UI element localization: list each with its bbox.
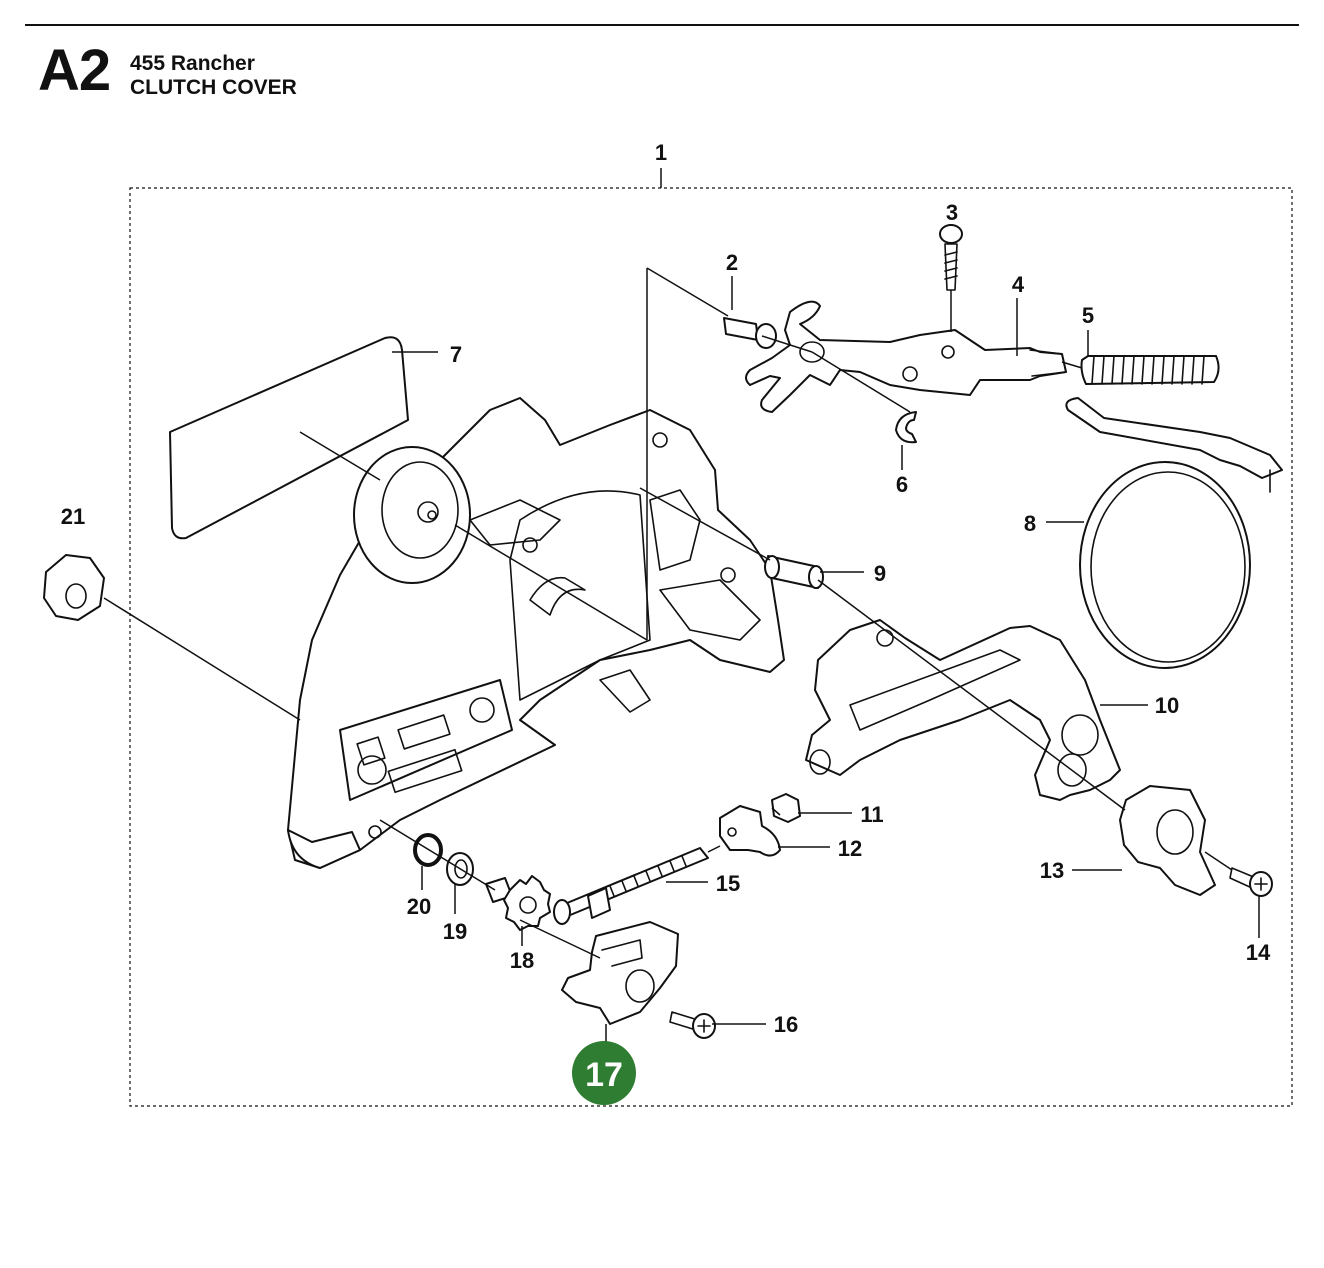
callout-8: 8 <box>1024 511 1036 536</box>
callout-4: 4 <box>1012 272 1025 297</box>
callout-11: 11 <box>860 802 883 827</box>
assembly-boundary <box>129 187 1293 1107</box>
callout-6: 6 <box>896 472 908 497</box>
section-title: CLUTCH COVER <box>130 76 297 99</box>
part-21-bar-nut[interactable] <box>43 554 105 621</box>
part-13-end-block[interactable] <box>1119 785 1216 896</box>
callout-10: 10 <box>1155 693 1179 718</box>
highlight-badge-17[interactable]: 17 <box>572 1041 636 1105</box>
callout-18: 18 <box>510 948 534 973</box>
top-rule <box>25 24 1299 26</box>
callout-19: 19 <box>443 919 467 944</box>
callout-14: 14 <box>1246 940 1271 965</box>
part-17-chain-guide[interactable] <box>561 921 679 1025</box>
callout-13: 13 <box>1040 858 1064 883</box>
part-7-sticker[interactable] <box>169 336 409 540</box>
part-10-brake-housing[interactable] <box>805 619 1121 801</box>
section-code: A2 <box>38 38 111 103</box>
callout-3: 3 <box>946 200 958 225</box>
part-14-screw[interactable] <box>1229 867 1273 897</box>
callout-5: 5 <box>1082 303 1094 328</box>
part-4-lever-assembly[interactable] <box>745 300 1067 413</box>
callout-12: 12 <box>838 836 862 861</box>
part-18-gear[interactable] <box>485 875 551 931</box>
part-8-brake-band[interactable] <box>1065 397 1283 669</box>
clutch-cover-body[interactable] <box>287 397 785 869</box>
callout-17: 17 <box>585 1056 623 1094</box>
part-3-screw[interactable] <box>939 224 963 291</box>
part-9-bushing[interactable] <box>764 555 824 589</box>
callout-21: 21 <box>61 504 85 529</box>
part-15-tensioner-screw[interactable] <box>553 847 709 925</box>
model-name: 455 Rancher <box>130 52 255 75</box>
part-11-nut[interactable] <box>771 793 801 823</box>
part-5-spring[interactable] <box>1080 355 1220 385</box>
part-16-screw[interactable] <box>669 1011 716 1039</box>
callout-7: 7 <box>450 342 462 367</box>
callout-15: 15 <box>716 871 740 896</box>
callout-1: 1 <box>655 140 667 165</box>
part-6-clip[interactable] <box>895 411 917 444</box>
part-2-pin[interactable] <box>723 317 777 349</box>
callout-20: 20 <box>407 894 431 919</box>
part-20-o-ring[interactable] <box>413 833 443 867</box>
callout-9: 9 <box>874 561 886 586</box>
callout-2: 2 <box>726 250 738 275</box>
callout-16: 16 <box>774 1012 798 1037</box>
part-12-tensioner-block[interactable] <box>719 805 781 857</box>
